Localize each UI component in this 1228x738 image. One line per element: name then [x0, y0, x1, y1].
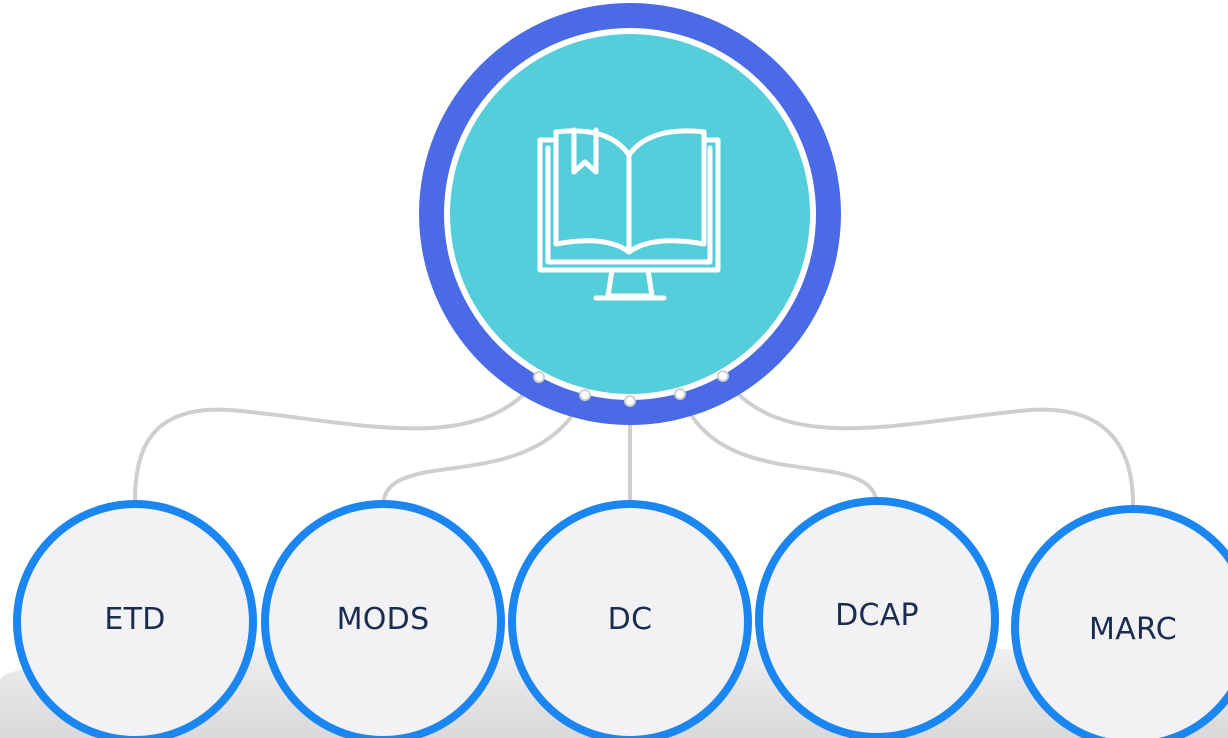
- connector-mods: [381, 393, 587, 510]
- node-label-dcap: DCAP: [835, 598, 919, 633]
- node-label-mods: MODS: [336, 602, 430, 637]
- node-circle-mods: [261, 500, 505, 738]
- node-circle-marc: [1011, 505, 1228, 738]
- node-circle-etd: [13, 500, 257, 738]
- node-label-marc: MARC: [1089, 612, 1177, 647]
- book-monitor-icon: [537, 127, 721, 301]
- connector-marc: [721, 374, 1135, 507]
- leaf-nodes: [13, 497, 1228, 738]
- node-label-etd: ETD: [104, 602, 166, 637]
- node-circle-dcap: [755, 497, 999, 738]
- connector-etd: [132, 375, 541, 507]
- connector-dcap: [678, 392, 879, 510]
- hub-connector-dots: [533, 370, 729, 407]
- hub: [419, 3, 841, 425]
- node-circle-dc: [508, 500, 752, 738]
- node-label-dc: DC: [607, 602, 653, 637]
